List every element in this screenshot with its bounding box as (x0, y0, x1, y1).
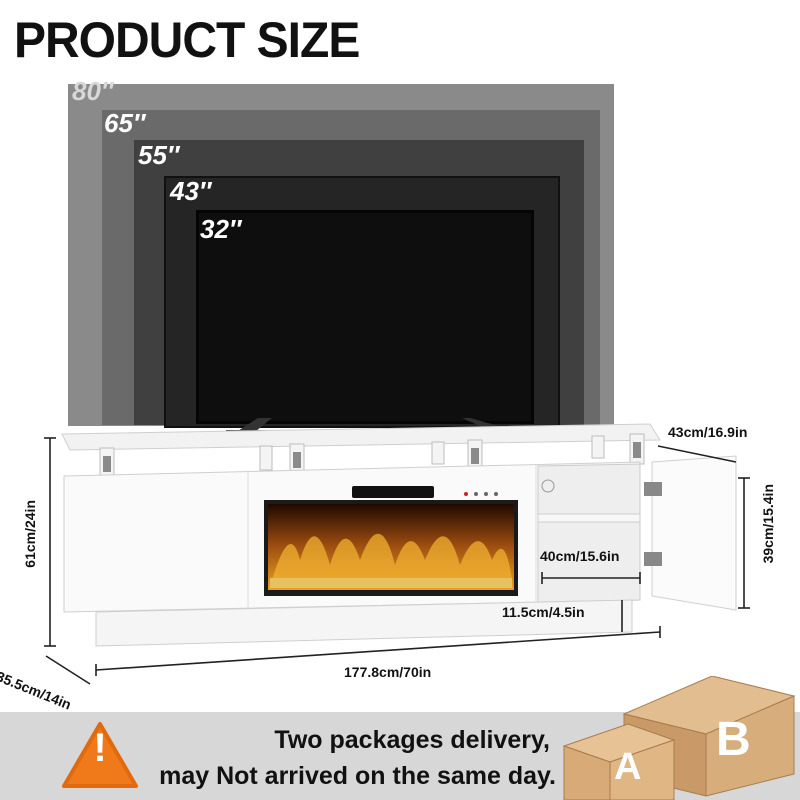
tv-size-label-65: 65″ (104, 108, 146, 138)
package-boxes-illustration (562, 676, 796, 800)
compartment-shelf (537, 513, 641, 523)
fireplace-embers (270, 578, 512, 588)
open-compartment (537, 463, 641, 603)
post (431, 441, 445, 465)
box-a-label: A (614, 746, 642, 788)
top-depth-dim-line (657, 445, 737, 463)
tv-size-label-43: 43″ (170, 176, 212, 206)
tv-size-label-55: 55″ (138, 140, 180, 170)
tv-size-label-32: 32″ (200, 214, 242, 244)
control-light (464, 492, 468, 496)
tv-size-label-80: 80″ (72, 76, 114, 106)
delivery-notice-line-1: Two packages delivery, (274, 726, 550, 754)
dimension-height-total: 61cm/24in (22, 500, 38, 568)
soundbar (352, 486, 434, 498)
dimension-top-depth: 43cm/16.9in (668, 424, 748, 440)
flame-tips (272, 533, 512, 580)
plinth (95, 599, 633, 647)
box-b-label: B (716, 713, 751, 766)
open-door (651, 455, 737, 611)
top-shelf (61, 423, 661, 451)
tv-32-screen (196, 210, 534, 424)
depth-dim-line (45, 655, 91, 685)
dimension-base-height: 11.5cm/4.5in (502, 604, 585, 620)
post (591, 435, 605, 459)
hinge (644, 482, 662, 496)
post (259, 445, 273, 471)
warning-exclamation: ! (93, 726, 107, 770)
width-dim-line (95, 631, 661, 671)
dimension-shelf-width: 40cm/15.6in (540, 548, 620, 564)
dimension-cabinet-height: 39cm/15.4in (760, 484, 776, 564)
hinge (644, 552, 662, 566)
page-title: PRODUCT SIZE (14, 13, 360, 69)
delivery-notice-line-2: may Not arrived on the same day. (159, 762, 556, 790)
dimension-width: 177.8cm/70in (344, 664, 432, 680)
warning-icon (62, 722, 138, 788)
cable-hole (541, 479, 555, 493)
